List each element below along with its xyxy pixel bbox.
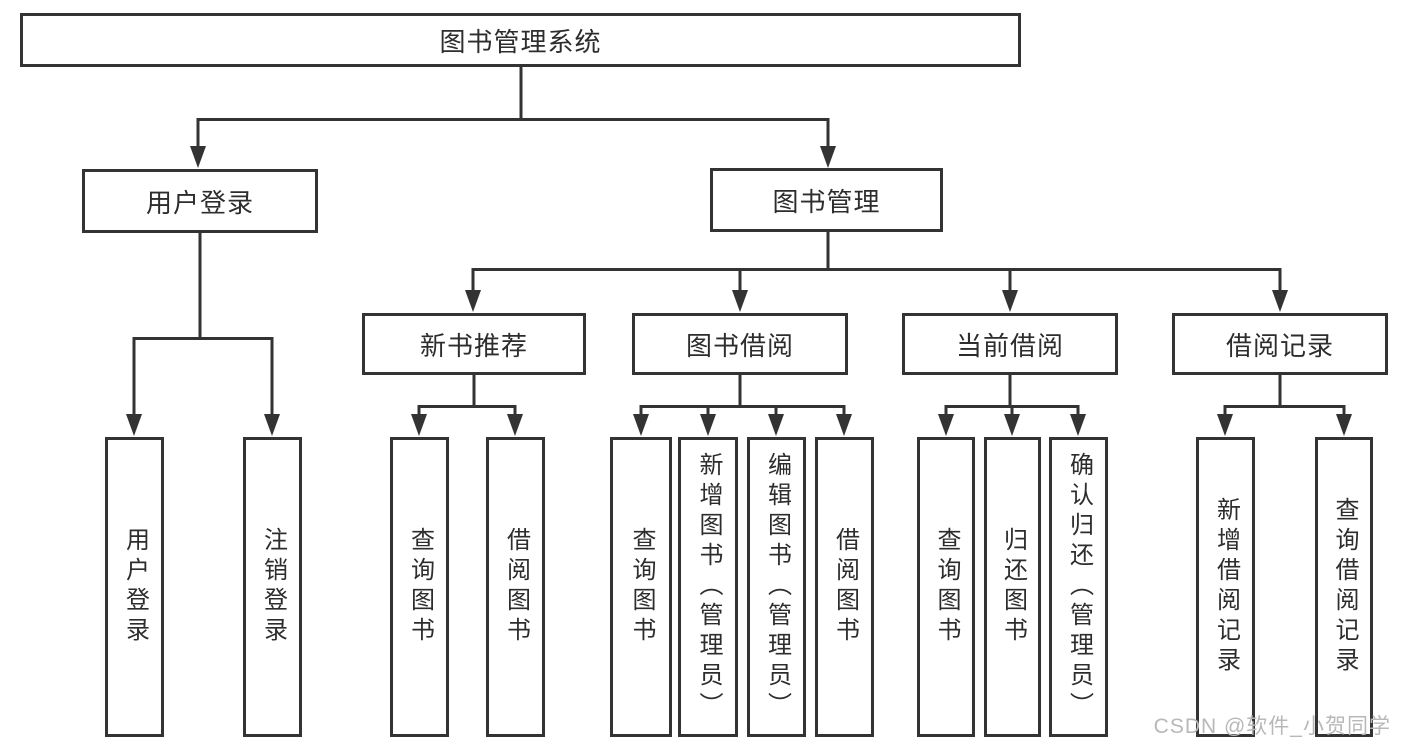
leaf-return-books: 归还图书 [984, 437, 1041, 737]
leaf-add-borrow-record: 新增借阅记录 [1196, 437, 1255, 737]
node-book-management: 图书管理 [710, 168, 943, 232]
node-user-login: 用户登录 [82, 169, 318, 233]
node-book-borrow: 图书借阅 [632, 313, 848, 375]
connector-current-borrow-split [938, 375, 1086, 436]
node-new-book-recommend: 新书推荐 [362, 313, 586, 375]
connector-borrow-records-split [1217, 375, 1352, 436]
leaf-query-books-current: 查询图书 [917, 437, 975, 737]
leaf-confirm-return-admin: 确认归还（管理员） [1049, 437, 1108, 737]
node-borrow-records: 借阅记录 [1172, 313, 1388, 375]
leaf-user-login: 用户登录 [105, 437, 164, 737]
connector-book-management-split [465, 232, 1288, 312]
leaf-add-books-admin: 新增图书（管理员） [678, 437, 738, 737]
connector-user-login-split [126, 233, 280, 436]
leaf-query-books-recommend: 查询图书 [390, 437, 449, 737]
leaf-query-borrow-record: 查询借阅记录 [1315, 437, 1373, 737]
leaf-logout-login: 注销登录 [243, 437, 302, 737]
leaf-edit-books-admin: 编辑图书（管理员） [747, 437, 806, 737]
connector-book-borrow-split [633, 375, 852, 436]
node-current-borrow: 当前借阅 [902, 313, 1118, 375]
leaf-borrow-books-recommend: 借阅图书 [486, 437, 545, 737]
leaf-query-books-borrow: 查询图书 [610, 437, 672, 737]
node-library-management-system: 图书管理系统 [20, 13, 1021, 67]
connector-root-split [190, 67, 836, 168]
leaf-borrow-books: 借阅图书 [815, 437, 874, 737]
connector-new-book-recommend-split [411, 375, 523, 436]
